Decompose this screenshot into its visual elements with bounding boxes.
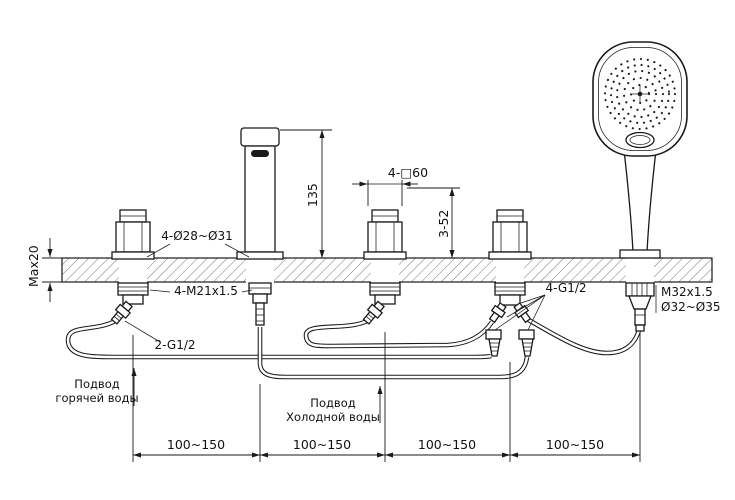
dim-spacing-3: 100~150 [418,437,476,452]
dim-spacing-4: 100~150 [546,437,604,452]
spout [236,127,284,260]
supply-notes: Подвод горячей воды Подвод Холодной воды [55,368,383,424]
shower-socket-underside [625,282,655,332]
spout-hose [258,327,529,379]
spray-mode-button [637,91,643,97]
cold-supply-label-line1: Подвод [310,396,355,410]
deck-hole [119,256,147,284]
dim-hose-thread-left: 2-G1/2 [154,338,195,352]
hot-valve-handle [111,209,155,260]
dim-spout-height: 135 [305,183,320,207]
hot-hose [66,319,492,359]
hot-supply-label-line1: Подвод [74,377,119,391]
dim-hole-diameter: 4-Ø28~Ø31 [161,229,232,243]
dim-shower-thread: M32x1.5 [661,285,713,299]
diverter-underside [485,282,535,357]
deck-hole [626,256,654,284]
dim-body-height: 3-52 [436,210,451,238]
hot-valve-underside [110,282,149,325]
dim-deck-thickness: Max20 [26,245,41,287]
mounting-deck [61,256,713,284]
dim-escutcheon: 4-□60 [388,165,428,180]
shower-flange [619,249,661,259]
check-valve-left [485,329,502,340]
hoses [65,317,642,380]
spray-face [603,57,677,131]
dimensions: Max20 135 4-□60 3-52 4-Ø28~Ø31 4-M21x1.5… [26,129,720,462]
shower-handle [623,149,657,253]
dim-valve-thread: 4-M21x1.5 [174,284,238,298]
dim-hose-thread-right: 4-G1/2 [545,281,586,295]
spout-outlet-slot [251,150,269,157]
deck-hole [371,256,399,284]
cold-valve-underside [362,282,401,325]
shower-hose [526,317,641,355]
diverter-handle [488,209,532,260]
dim-spacing-1: 100~150 [167,437,225,452]
wide-spray-opening [625,131,655,149]
hand-shower [592,41,688,259]
cold-supply-label-line2: Холодной воды [286,410,380,424]
deck-hole [246,256,274,284]
check-valve-right [518,329,535,340]
dim-spacing-2: 100~150 [293,437,351,452]
cold-valve-handle [363,209,407,260]
deck-hole [496,256,524,284]
hot-supply-label-line2: горячей воды [55,391,138,405]
cold-hose [304,319,494,348]
dim-shower-hole: Ø32~Ø35 [661,300,720,314]
spout-underside [248,282,272,326]
